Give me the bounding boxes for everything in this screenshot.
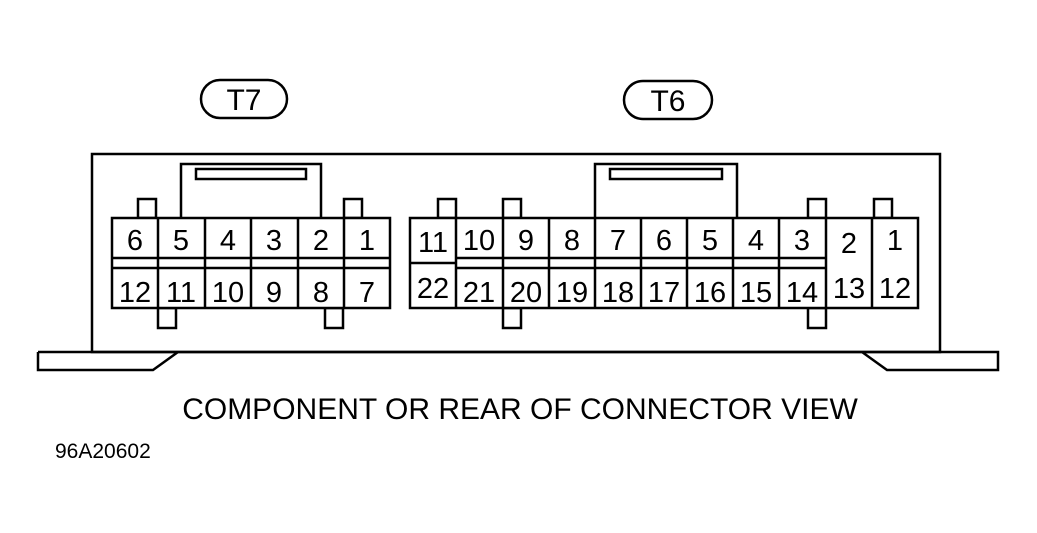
t6-locking-latch bbox=[593, 162, 739, 218]
figure-id: 96A20602 bbox=[55, 440, 151, 463]
t6-pin-21: 21 bbox=[463, 277, 495, 309]
t6-pin-14: 14 bbox=[786, 277, 818, 309]
t6-key-tab-top-4 bbox=[872, 197, 894, 220]
t6-connector: 11 10 9 8 7 6 5 4 3 2 1 22 21 20 19 18 1… bbox=[408, 216, 920, 310]
t6-pin-3: 3 bbox=[794, 225, 810, 257]
t7-pin-1: 1 bbox=[359, 225, 375, 257]
t6-key-tab-top-2 bbox=[501, 197, 523, 220]
t6-pin-9: 9 bbox=[518, 225, 534, 257]
t7-pin-11: 11 bbox=[166, 277, 196, 309]
t7-pin-9: 9 bbox=[266, 277, 282, 309]
t6-pin-12: 12 bbox=[879, 273, 911, 305]
t6-pin-20: 20 bbox=[510, 277, 542, 309]
t6-pin-8: 8 bbox=[564, 225, 580, 257]
t7-pin-5: 5 bbox=[173, 225, 189, 257]
t6-pin-6: 6 bbox=[656, 225, 672, 257]
t6-key-tab-top-3 bbox=[806, 197, 828, 220]
t6-pin-4: 4 bbox=[748, 225, 764, 257]
t7-locking-latch bbox=[179, 162, 323, 218]
t7-pin-6: 6 bbox=[127, 225, 143, 257]
view-caption: COMPONENT OR REAR OF CONNECTOR VIEW bbox=[182, 393, 858, 426]
t6-pin-1: 1 bbox=[887, 225, 903, 257]
t6-pin-10: 10 bbox=[463, 225, 495, 257]
t7-pin-4: 4 bbox=[220, 225, 236, 257]
t7-key-tab-top-right bbox=[342, 197, 364, 220]
t6-pin-18: 18 bbox=[602, 277, 634, 309]
t6-pin-7: 7 bbox=[610, 225, 626, 257]
component-housing bbox=[90, 152, 942, 354]
t6-key-tab-top-1 bbox=[436, 197, 458, 220]
t6-pin-5: 5 bbox=[702, 225, 718, 257]
t6-pin-2: 2 bbox=[841, 228, 857, 260]
t6-label: T6 bbox=[650, 85, 685, 118]
t7-label: T7 bbox=[226, 84, 261, 117]
t7-key-tab-top-left bbox=[136, 197, 158, 220]
t6-pin-22: 22 bbox=[417, 273, 449, 305]
t7-key-tab-bottom-left bbox=[156, 306, 178, 330]
t7-pin-2: 2 bbox=[313, 225, 329, 257]
t6-key-tab-bottom-2 bbox=[806, 306, 828, 330]
t6-pin-19: 19 bbox=[556, 277, 588, 309]
t6-pin-17: 17 bbox=[648, 277, 680, 309]
t6-pin-13: 13 bbox=[833, 273, 865, 305]
t7-connector: 6 5 4 3 2 1 12 11 10 9 8 7 bbox=[110, 216, 392, 310]
t6-pin-16: 16 bbox=[694, 277, 726, 309]
t6-key-tab-bottom-1 bbox=[501, 306, 523, 330]
t7-pin-12: 12 bbox=[119, 277, 151, 309]
mounting-flange bbox=[36, 350, 1000, 372]
t6-pin-11: 11 bbox=[418, 227, 448, 259]
t6-pin-15: 15 bbox=[740, 277, 772, 309]
t6-callout-oval bbox=[622, 79, 714, 121]
t7-pin-7: 7 bbox=[359, 277, 375, 309]
t7-pin-10: 10 bbox=[212, 277, 244, 309]
t7-pin-3: 3 bbox=[266, 225, 282, 257]
t7-callout-oval bbox=[199, 78, 289, 120]
t7-key-tab-bottom-right bbox=[323, 306, 345, 330]
t7-pin-8: 8 bbox=[313, 277, 329, 309]
